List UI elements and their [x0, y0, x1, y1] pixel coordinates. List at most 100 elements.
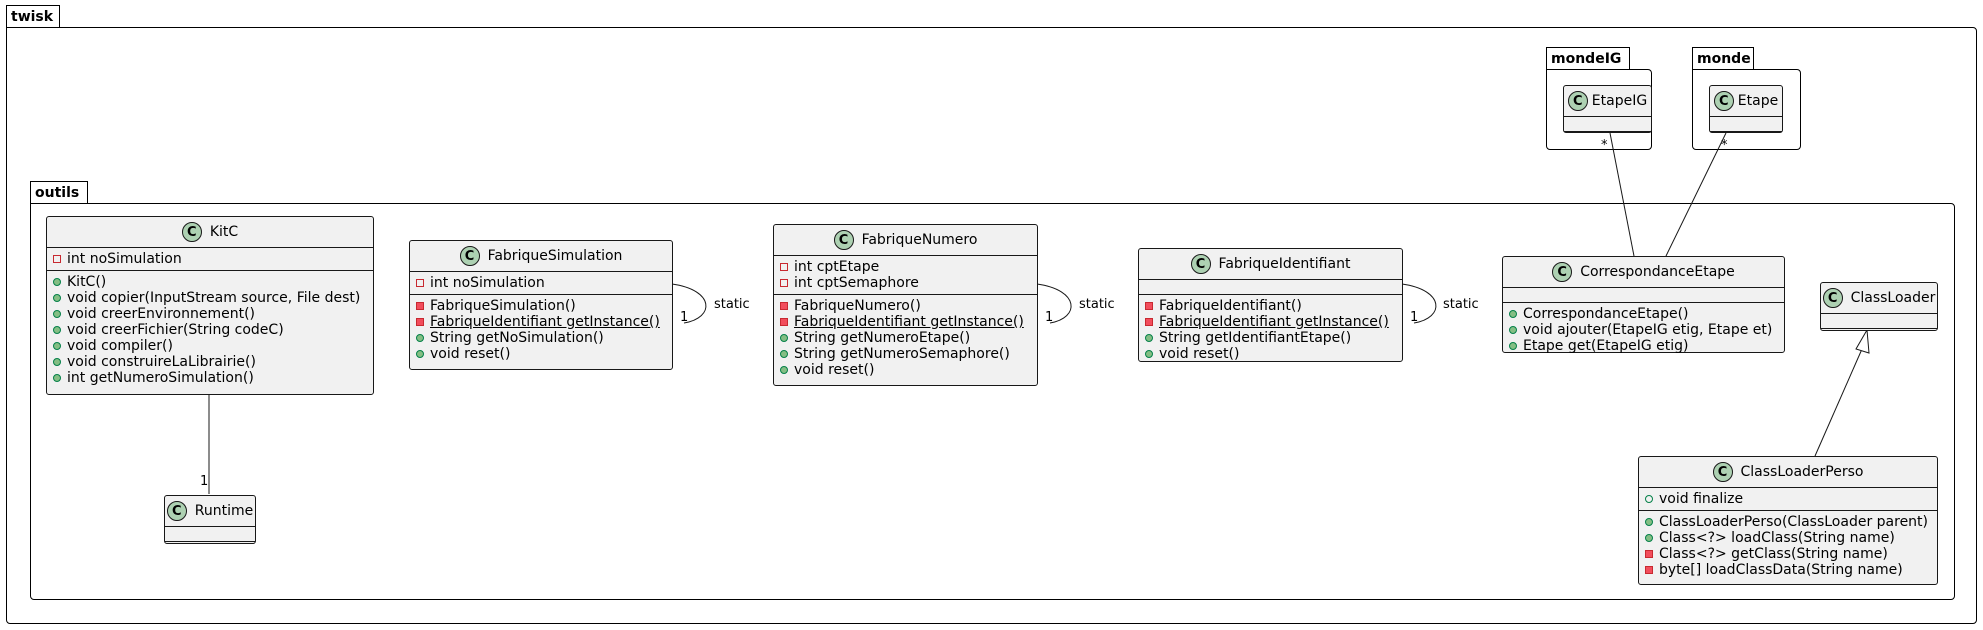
fabriqueidentifiant-multiplicity: 1	[1410, 310, 1419, 325]
etapeig-multiplicity: *	[1601, 138, 1608, 153]
class-etape[interactable]: C Etape	[1709, 85, 1783, 133]
class-header: C FabriqueIdentifiant	[1139, 249, 1402, 280]
class-name: KitC	[209, 224, 239, 240]
inheritance-arrowhead	[1855, 328, 1870, 354]
method: int getNumeroSimulation()	[53, 370, 367, 386]
private-visibility-icon	[780, 318, 788, 326]
class-etapeig[interactable]: C EtapeIG	[1563, 85, 1652, 133]
class-fabriqueidentifiant[interactable]: C FabriqueIdentifiant FabriqueIdentifian…	[1138, 248, 1403, 362]
class-header: C Runtime	[165, 496, 255, 527]
class-name: ClassLoader	[1850, 290, 1936, 306]
methods-section	[1564, 132, 1651, 146]
fabriquenumero-multiplicity: 1	[1045, 310, 1054, 325]
method: CorrespondanceEtape()	[1509, 306, 1778, 322]
methods-section: FabriqueIdentifiant() FabriqueIdentifian…	[1139, 295, 1402, 365]
methods-section: FabriqueNumero() FabriqueIdentifiant get…	[774, 295, 1037, 381]
etape-correspondance-link	[1665, 132, 1727, 257]
methods-section: CorrespondanceEtape() void ajouter(Etape…	[1503, 303, 1784, 357]
class-classloader[interactable]: C ClassLoader	[1820, 282, 1938, 331]
methods-section: ClassLoaderPerso(ClassLoader parent) Cla…	[1639, 511, 1937, 581]
public-visibility-icon	[1509, 342, 1517, 350]
class-name: EtapeIG	[1591, 93, 1648, 109]
class-header: C ClassLoader	[1821, 283, 1937, 314]
private-visibility-icon	[1645, 566, 1653, 574]
method: void creerFichier(String codeC)	[53, 322, 367, 338]
public-visibility-icon	[1645, 518, 1653, 526]
method: void reset()	[416, 346, 666, 362]
method: void reset()	[780, 362, 1031, 378]
class-name: ClassLoaderPerso	[1740, 464, 1864, 480]
public-visibility-icon	[53, 374, 61, 382]
method: FabriqueIdentifiant getInstance()	[416, 314, 666, 330]
class-fabriquenumero[interactable]: C FabriqueNumero int cptEtape int cptSem…	[773, 224, 1038, 386]
class-name: Runtime	[194, 503, 254, 519]
method: void creerEnvironnement()	[53, 306, 367, 322]
field: int noSimulation	[416, 275, 666, 291]
method: FabriqueSimulation()	[416, 298, 666, 314]
package-outils-tab: outils	[30, 181, 88, 203]
package-outils	[30, 203, 1955, 600]
public-visibility-icon	[780, 366, 788, 374]
runtime-multiplicity: 1	[200, 474, 209, 489]
class-fabriquesimulation[interactable]: C FabriqueSimulation int noSimulation Fa…	[409, 240, 673, 370]
class-stereotype-icon: C	[833, 230, 854, 250]
fabriquenumero-self-link	[1036, 283, 1072, 324]
class-correspondanceetape[interactable]: C CorrespondanceEtape CorrespondanceEtap…	[1502, 256, 1785, 354]
public-visibility-icon	[1509, 326, 1517, 334]
class-stereotype-icon: C	[181, 222, 202, 242]
method: Etape get(EtapeIG etig)	[1509, 338, 1778, 354]
method: byte[] loadClassData(String name)	[1645, 562, 1931, 578]
class-name: FabriqueSimulation	[487, 248, 623, 264]
private-visibility-icon	[780, 279, 788, 287]
class-name: CorrespondanceEtape	[1580, 264, 1735, 280]
class-runtime[interactable]: C Runtime	[164, 495, 256, 544]
method: String getNumeroEtape()	[780, 330, 1031, 346]
class-stereotype-icon: C	[1713, 91, 1734, 111]
class-header: C CorrespondanceEtape	[1503, 257, 1784, 288]
class-header: C Etape	[1710, 86, 1782, 117]
fabriqueidentifiant-self-link	[1401, 283, 1437, 324]
methods-section: FabriqueSimulation() FabriqueIdentifiant…	[410, 295, 672, 365]
fabriqueidentifiant-static-label: static	[1443, 297, 1479, 312]
method: FabriqueNumero()	[780, 298, 1031, 314]
field: void finalize	[1645, 491, 1931, 507]
class-stereotype-icon: C	[459, 246, 480, 266]
package-monde-tab: monde	[1692, 47, 1754, 69]
fields-section	[1821, 314, 1937, 329]
class-stereotype-icon: C	[1712, 462, 1733, 482]
fields-section: void finalize	[1639, 488, 1937, 511]
public-visibility-icon	[53, 358, 61, 366]
public-visibility-icon	[1145, 350, 1153, 358]
public-visibility-icon	[780, 334, 788, 342]
private-visibility-icon	[1145, 302, 1153, 310]
class-name: FabriqueNumero	[861, 232, 978, 248]
etape-multiplicity: *	[1721, 138, 1728, 153]
methods-section	[1710, 132, 1782, 146]
private-visibility-icon	[53, 255, 61, 263]
method: KitC()	[53, 274, 367, 290]
class-kitc[interactable]: C KitC int noSimulation KitC() void copi…	[46, 216, 374, 395]
class-stereotype-icon: C	[166, 501, 187, 521]
fields-section	[1564, 117, 1651, 132]
fields-section	[1710, 117, 1782, 132]
class-header: C FabriqueNumero	[774, 225, 1037, 256]
method: void reset()	[1145, 346, 1396, 362]
fabriquesimulation-multiplicity: 1	[680, 310, 689, 325]
class-classloaderperso[interactable]: C ClassLoaderPerso void finalize ClassLo…	[1638, 456, 1938, 585]
methods-section: KitC() void copier(InputStream source, F…	[47, 271, 373, 389]
fields-section: int cptEtape int cptSemaphore	[774, 256, 1037, 295]
public-visibility-icon	[1145, 334, 1153, 342]
private-visibility-icon	[1145, 318, 1153, 326]
class-name: Etape	[1737, 93, 1779, 109]
private-visibility-icon	[416, 279, 424, 287]
fields-section: int noSimulation	[47, 248, 373, 271]
method: FabriqueIdentifiant getInstance()	[1145, 314, 1396, 330]
methods-section	[165, 542, 255, 556]
fabriquenumero-static-label: static	[1079, 297, 1115, 312]
class-header: C FabriqueSimulation	[410, 241, 672, 272]
class-stereotype-icon: C	[1552, 262, 1573, 282]
class-name: FabriqueIdentifiant	[1218, 256, 1351, 272]
method: Class<?> loadClass(String name)	[1645, 530, 1931, 546]
fabriquesimulation-static-label: static	[714, 297, 750, 312]
